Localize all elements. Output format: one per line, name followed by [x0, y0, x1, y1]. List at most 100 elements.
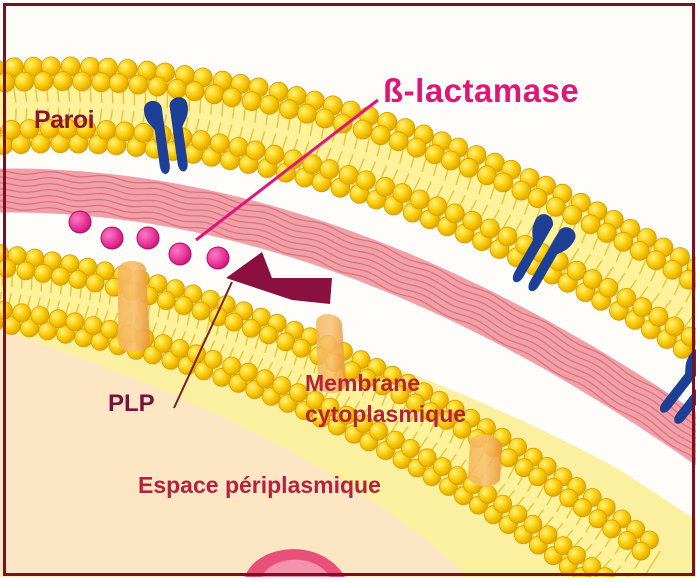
label-beta-lactamase: ß-lactamase [383, 74, 579, 107]
label-membrane-line2: cytoplasmique [305, 399, 466, 430]
outer-membrane-lipid-head [168, 79, 187, 98]
outer-membrane-lipid-head [563, 206, 582, 225]
outer-membrane-lipid-head [92, 73, 111, 92]
outer-membrane-lipid-head [242, 92, 261, 111]
outer-membrane-lipid-head [647, 251, 666, 270]
inner-membrane-lipid-head [242, 319, 260, 337]
outer-membrane-lipid-head [494, 173, 513, 192]
outer-membrane-lipid-head [459, 158, 478, 177]
outer-membrane-lipid-head [303, 155, 322, 174]
outer-membrane-lipid-head [185, 82, 204, 101]
membrane-protein [468, 434, 502, 486]
outer-membrane-lipid-head [205, 85, 224, 104]
outer-membrane-lipid-head [630, 241, 649, 260]
inner-membrane-lipid-head [509, 505, 527, 523]
outer-membrane-lipid-head [34, 72, 53, 91]
inner-membrane-lipid-head [34, 264, 52, 282]
inner-membrane-lipid-head [204, 350, 222, 368]
inner-membrane-lipid-head [603, 520, 621, 538]
inner-membrane-lipid-head [479, 485, 497, 503]
outer-membrane-lipid-head [498, 227, 517, 246]
inner-membrane-lipid-head [539, 526, 557, 544]
outer-membrane-lipid-head [614, 232, 633, 251]
inner-membrane-lipid-head [171, 340, 189, 358]
inner-membrane-lipid-head [494, 495, 512, 513]
outer-membrane-lipid-head [280, 100, 299, 119]
outer-membrane-lipid-head [115, 122, 134, 141]
inner-membrane-lipid-head [568, 546, 586, 564]
outer-membrane-lipid-head [53, 72, 72, 91]
outer-membrane-lipid-head [229, 137, 248, 156]
outer-membrane-lipid-head [260, 95, 279, 114]
beta-lactamase-molecule [137, 227, 159, 249]
label-plp: PLP [108, 392, 155, 416]
inner-membrane-lipid-head [69, 271, 87, 289]
outer-membrane-lipid-head [315, 109, 334, 128]
outer-membrane-lipid-head [680, 270, 696, 289]
outer-membrane-lipid-head [298, 104, 317, 123]
inner-membrane-lipid-head [192, 302, 210, 320]
inner-membrane-lipid-head [500, 449, 518, 467]
outer-membrane-lipid-head [597, 223, 616, 242]
outer-membrane-lipid-head [97, 121, 116, 140]
outer-membrane-lipid-head [445, 204, 464, 223]
inner-membrane-lipid-head [31, 307, 49, 325]
inner-membrane-lipid-head [544, 478, 562, 496]
inner-membrane-lipid-head [49, 310, 67, 328]
inner-membrane-lipid-head [157, 292, 175, 310]
inner-membrane-lipid-head [0, 259, 16, 277]
inner-membrane-lipid-head [273, 377, 291, 395]
outer-membrane-lipid-head [0, 73, 15, 92]
inner-membrane-lipid-head [66, 313, 84, 331]
label-membrane-line1: Membrane [305, 368, 466, 399]
outer-membrane-lipid-head [393, 184, 412, 203]
plp-protein [118, 261, 150, 352]
inner-membrane-lipid-head [223, 357, 241, 375]
outer-membrane-lipid-head [599, 278, 618, 297]
inner-membrane-lipid-head [292, 339, 310, 357]
outer-membrane-lipid-head [192, 131, 211, 150]
beta-lactamase-molecule [101, 227, 123, 249]
outer-membrane-lipid-head [528, 189, 547, 208]
inner-membrane-lipid-head [154, 335, 172, 353]
outer-membrane-lipid-head [210, 134, 229, 153]
outer-membrane-lipid-head [320, 160, 339, 179]
outer-membrane-lipid-head [129, 75, 148, 94]
inner-membrane-lipid-head [84, 317, 102, 335]
inner-membrane-lipid-head [86, 274, 104, 292]
outer-membrane-lipid-head [428, 197, 447, 216]
inner-membrane-lipid-head [260, 326, 278, 344]
inner-membrane-lipid-head [13, 304, 31, 322]
outer-membrane-lipid-head [665, 317, 684, 336]
inner-membrane-lipid-head [402, 439, 420, 457]
inner-membrane-lipid-head [101, 320, 119, 338]
outer-membrane-lipid-head [73, 72, 92, 91]
beta-lactamase-molecule [169, 243, 191, 265]
outer-membrane-lipid-head [441, 151, 460, 170]
outer-membrane-lipid-head [663, 260, 682, 279]
outer-membrane-lipid-head [148, 77, 167, 96]
inner-membrane-lipid-head [225, 313, 243, 331]
beta-lactamase-molecule [207, 247, 229, 269]
outer-membrane-lipid-head [463, 211, 482, 230]
outer-membrane-lipid-head [389, 132, 408, 151]
label-espace-periplasmique: Espace périplasmique [138, 474, 381, 497]
outer-membrane-lipid-head [356, 171, 375, 190]
inner-membrane-lipid-head [524, 515, 542, 533]
outer-membrane-lipid-head [109, 74, 128, 93]
inner-membrane-lipid-head [529, 468, 547, 486]
inner-membrane-lipid-head [239, 363, 257, 381]
outer-membrane-lipid-head [339, 165, 358, 184]
outer-membrane-lipid-head [134, 123, 153, 142]
outer-membrane-lipid-head [480, 219, 499, 238]
outer-membrane-lipid-head [265, 145, 284, 164]
label-paroi: Paroi [34, 108, 94, 133]
label-membrane-cytoplasmique: Membrane cytoplasmique [305, 368, 466, 430]
outer-membrane-lipid-head [2, 120, 21, 139]
outer-membrane-lipid-head [223, 88, 242, 107]
outer-membrane-lipid-head [371, 126, 390, 145]
outer-membrane-lipid-head [246, 141, 265, 160]
outer-membrane-lipid-head [407, 138, 426, 157]
outer-membrane-lipid-head [681, 327, 696, 346]
